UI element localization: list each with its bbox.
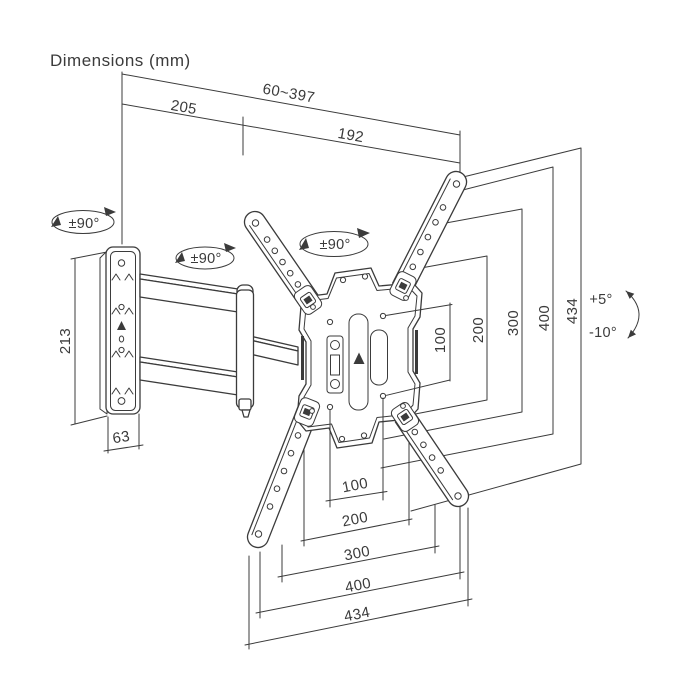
wall-plate: [99, 246, 141, 415]
pivot-nut: [241, 409, 251, 418]
spring-clip-icon: [111, 273, 134, 281]
bracket-arm-top-right: [391, 170, 468, 294]
arm-hook-pad: [389, 271, 417, 301]
vesa-vertical-200: 200: [470, 317, 487, 343]
rotation-arrow-icon: [51, 210, 115, 234]
vesa-bracket: [243, 170, 470, 549]
spring-clip-icon: [111, 307, 134, 315]
rotation-arrow-icon: [175, 246, 235, 270]
tilt-down-label: -10°: [589, 325, 617, 341]
side-window: [370, 329, 388, 386]
swivel-wall-label: ±90°: [68, 216, 99, 232]
vesa-horizontal-300: 300: [343, 543, 372, 565]
top-dimensions: 60~397 205 192: [121, 71, 461, 245]
dim-arm-205: 205: [169, 97, 198, 118]
dim-plate-width-63: 63: [111, 428, 131, 448]
page-title: Dimensions (mm): [50, 51, 191, 70]
up-arrow-icon: [117, 321, 126, 330]
vertical-dimension-lines: 200 300 400 434: [380, 147, 582, 512]
swivel-annotation-wall: ±90°: [51, 207, 116, 234]
vesa-horizontal-100: 100: [341, 475, 370, 497]
pivot-post: [235, 289, 255, 409]
vesa-vertical-400: 400: [536, 305, 553, 331]
lock-slider: [326, 335, 344, 394]
vesa-vertical-434: 434: [564, 298, 581, 324]
tilt-annotation: +5° -10°: [589, 290, 640, 341]
arm-hook-pad: [293, 397, 321, 427]
up-arrow-icon: [353, 352, 365, 364]
bracket-arm-bottom-left: [246, 405, 319, 549]
tilt-arrow-icon: [625, 290, 640, 339]
rotation-arrow-icon: [299, 231, 369, 257]
swivel-annotation-arm: ±90°: [175, 243, 236, 270]
spring-clip-icon: [111, 350, 134, 358]
vesa-vertical-300: 300: [505, 310, 522, 336]
swivel-annotation-plate: ±90°: [299, 228, 370, 257]
tilt-up-label: +5°: [589, 292, 612, 308]
dim-extension-range: 60~397: [261, 81, 316, 107]
vesa-horizontal-434: 434: [343, 604, 372, 626]
vesa-horizontal-400: 400: [344, 575, 373, 597]
bottom-dimensions: 100 200 300 400 434: [244, 397, 473, 646]
arm-hook-pad: [390, 402, 420, 432]
articulating-arm: [139, 273, 299, 418]
vesa-vertical-100: 100: [432, 327, 449, 353]
spring-clip-icon: [111, 387, 134, 395]
arm-holes: [251, 180, 462, 538]
vesa-100-vertical-dimension: 100: [386, 302, 453, 396]
dim-arm-192: 192: [336, 125, 365, 146]
swivel-plate-label: ±90°: [319, 237, 350, 253]
dim-plate-height-213: 213: [57, 328, 74, 354]
vesa-horizontal-200: 200: [341, 509, 370, 531]
left-dimensions: 213 63: [57, 251, 144, 454]
swivel-arm-label: ±90°: [190, 251, 221, 267]
